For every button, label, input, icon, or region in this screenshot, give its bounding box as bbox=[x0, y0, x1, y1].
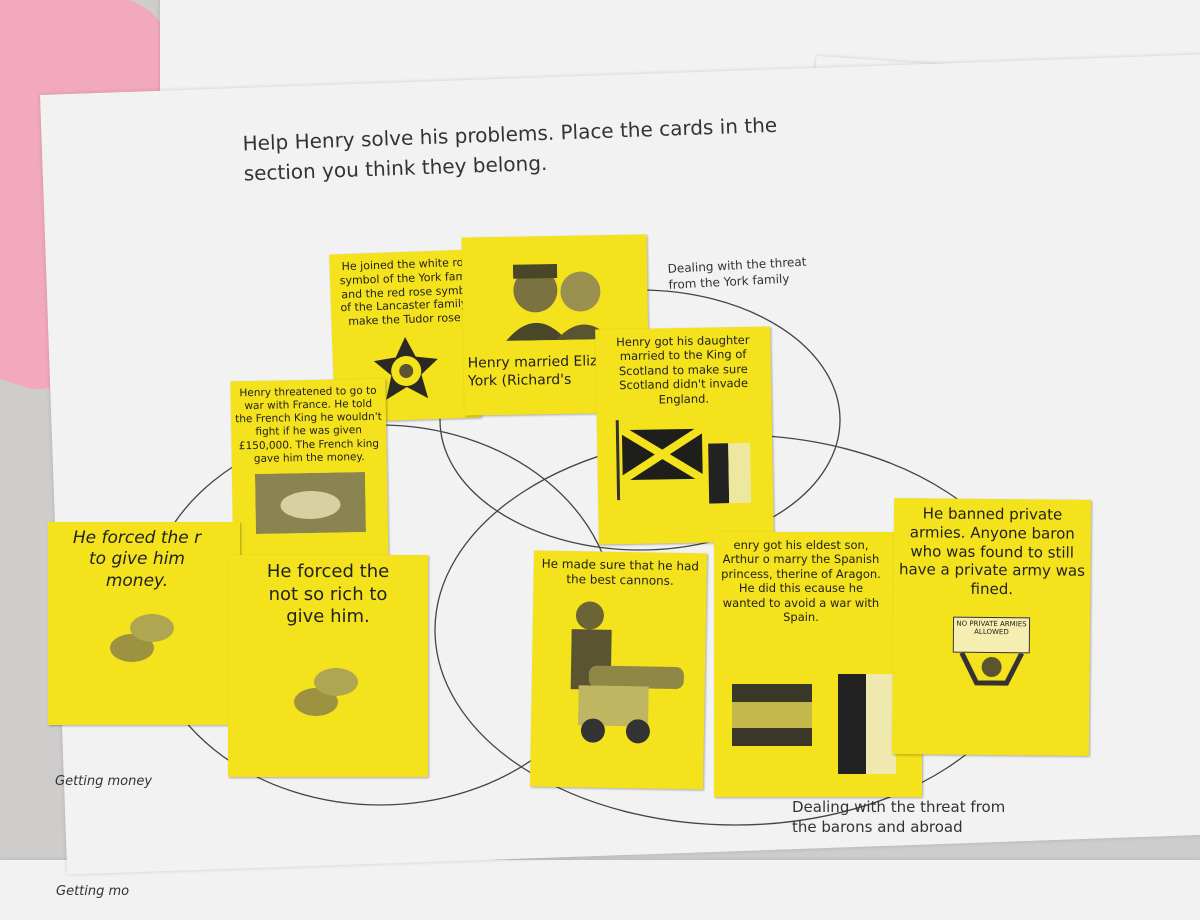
section-label-barons: Dealing with the threat from the barons … bbox=[792, 798, 1006, 836]
card-forced-not-so-rich[interactable]: He forced the not so rich to give him. bbox=[228, 555, 428, 777]
card-text: He made sure that he had the best cannon… bbox=[541, 556, 700, 588]
scotland-flag-icon bbox=[615, 420, 751, 504]
card-text: He banned private armies. Anyone baron w… bbox=[898, 504, 1086, 599]
card-text: enry got his eldest son, Arthur o marry … bbox=[721, 538, 881, 624]
card-text: Henry got his daughter married to the Ki… bbox=[616, 332, 750, 406]
card-text: He forced the r to give him money. bbox=[72, 528, 202, 591]
underneath-label: Getting mo bbox=[56, 884, 130, 899]
coins-icon bbox=[294, 667, 358, 716]
spain-flag-icon bbox=[732, 674, 896, 775]
tudor-rose-icon bbox=[373, 336, 438, 400]
coins-icon bbox=[110, 613, 174, 662]
protest-sign-icon: NO PRIVATE ARMIES ALLOWED bbox=[952, 616, 1031, 654]
section-label-money: Getting money bbox=[55, 774, 153, 789]
handshake-icon bbox=[254, 471, 366, 534]
card-spain[interactable]: enry got his eldest son, Arthur o marry … bbox=[714, 532, 922, 797]
card-text: Henry threatened to go to war with Franc… bbox=[235, 384, 382, 465]
cannon-icon bbox=[570, 601, 684, 744]
card-scotland[interactable]: Henry got his daughter married to the Ki… bbox=[595, 326, 774, 545]
card-text: He forced the not so rich to give him. bbox=[266, 561, 390, 627]
card-private-armies[interactable]: He banned private armies. Anyone baron w… bbox=[891, 498, 1092, 756]
protester-icon bbox=[959, 652, 1024, 686]
card-marriage-elizabeth[interactable]: Henry married Eliz of York (Richard's bbox=[461, 234, 650, 416]
card-france[interactable]: Henry threatened to go to war with Franc… bbox=[230, 378, 389, 575]
card-cannons[interactable]: He made sure that he had the best cannon… bbox=[529, 550, 708, 790]
royal-couple-icon bbox=[505, 263, 611, 341]
card-text: He joined the white ro symbol of the Yor… bbox=[339, 255, 468, 328]
card-forced-rich[interactable]: He forced the r to give him money. bbox=[48, 522, 240, 725]
card-tudor-rose[interactable]: He joined the white ro symbol of the Yor… bbox=[329, 249, 481, 423]
